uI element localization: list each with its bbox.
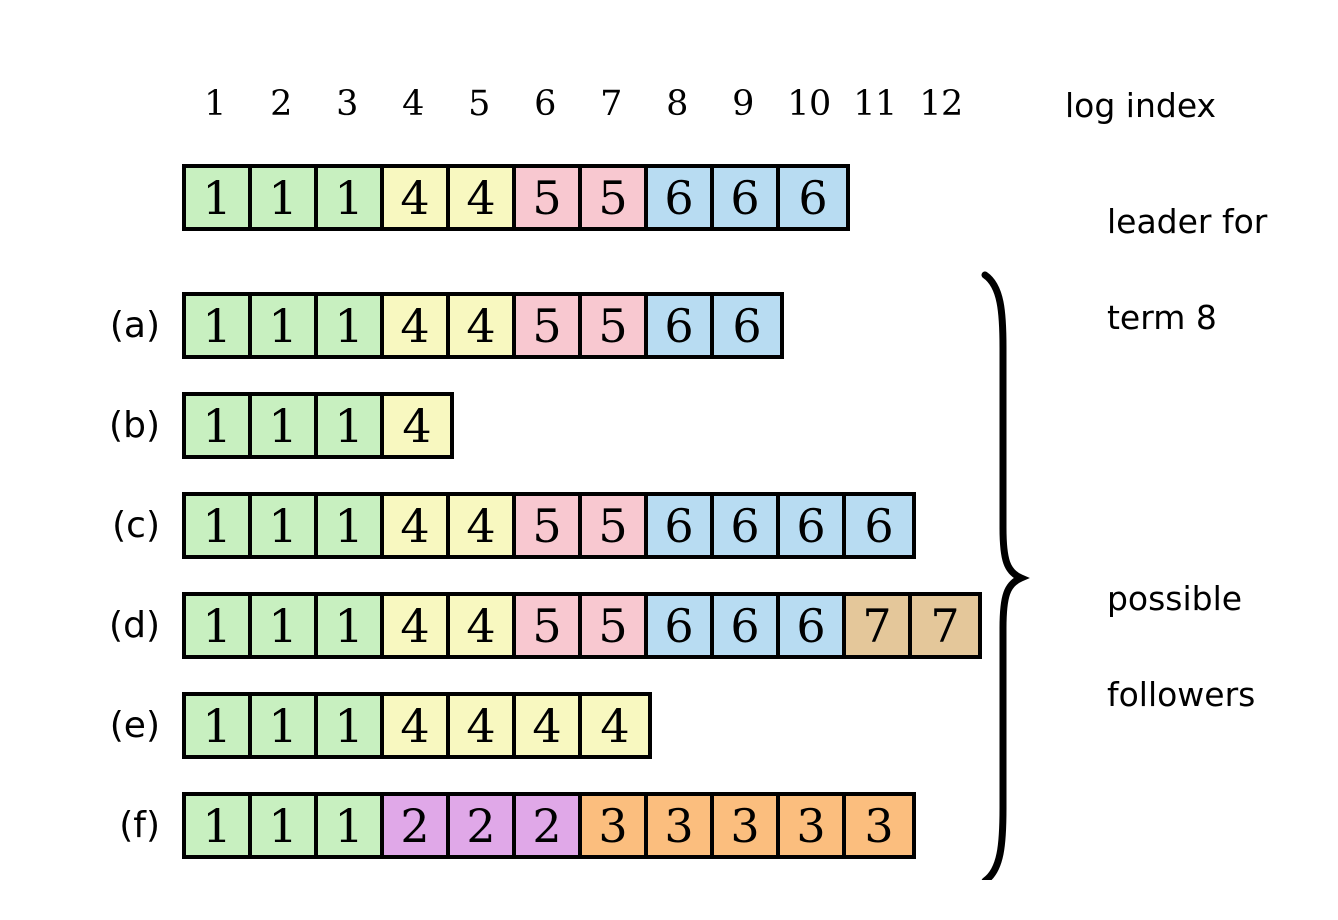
log-entry-leader-1: 1 [186,168,252,227]
log-entry-c-3: 1 [318,496,384,555]
log-entry-d-7: 5 [582,596,648,655]
log-entry-a-6: 5 [516,296,582,355]
log-entry-c-9: 6 [714,496,780,555]
log-index-label: log index [1065,86,1217,125]
log-entry-f-5: 2 [450,796,516,855]
log-index-9: 9 [732,84,754,124]
log-index-7: 7 [600,84,622,124]
log-entry-d-12: 7 [912,596,978,655]
log-entry-a-3: 1 [318,296,384,355]
log-entry-d-5: 4 [450,596,516,655]
log-entry-d-11: 7 [846,596,912,655]
log-entry-c-8: 6 [648,496,714,555]
log-entry-d-2: 1 [252,596,318,655]
log-entry-d-4: 4 [384,596,450,655]
log-entry-f-2: 1 [252,796,318,855]
log-entry-d-9: 6 [714,596,780,655]
log-entry-e-4: 4 [384,696,450,755]
log-entry-c-7: 5 [582,496,648,555]
followers-label-line1: possible [1106,579,1243,618]
log-entry-leader-3: 1 [318,168,384,227]
log-entry-c-4: 4 [384,496,450,555]
log-entry-e-6: 4 [516,696,582,755]
log-index-8: 8 [666,84,688,124]
log-entry-f-9: 3 [714,796,780,855]
possible-followers-brace [981,271,1030,880]
log-index-3: 3 [336,84,358,124]
log-entry-c-6: 5 [516,496,582,555]
log-entry-c-2: 1 [252,496,318,555]
log-entry-leader-8: 6 [648,168,714,227]
log-entry-f-7: 3 [582,796,648,855]
row-label-e: (e) [109,705,160,746]
log-entry-leader-9: 6 [714,168,780,227]
leader-label: leader for term 8 [1065,150,1267,390]
log-entry-leader-4: 4 [384,168,450,227]
log-index-11: 11 [853,84,897,124]
log-entry-e-5: 4 [450,696,516,755]
log-index-2: 2 [270,84,292,124]
log-entry-b-4: 4 [384,396,450,455]
possible-followers-label: possible followers [1065,527,1255,767]
row-label-c: (c) [112,505,160,546]
log-index-10: 10 [787,84,831,124]
log-entry-d-6: 5 [516,596,582,655]
log-entry-d-1: 1 [186,596,252,655]
log-entry-leader-6: 5 [516,168,582,227]
log-entry-d-3: 1 [318,596,384,655]
log-entry-e-7: 4 [582,696,648,755]
log-entry-e-1: 1 [186,696,252,755]
log-entry-e-3: 1 [318,696,384,755]
log-index-1: 1 [204,84,226,124]
log-entry-a-1: 1 [186,296,252,355]
log-entry-a-2: 1 [252,296,318,355]
log-index-4: 4 [402,84,424,124]
log-entry-d-8: 6 [648,596,714,655]
log-entry-b-2: 1 [252,396,318,455]
log-entry-f-11: 3 [846,796,912,855]
log-entry-a-8: 6 [648,296,714,355]
row-label-a: (a) [109,305,160,346]
log-entry-c-11: 6 [846,496,912,555]
log-entry-f-8: 3 [648,796,714,855]
row-label-d: (d) [109,605,160,646]
log-entry-a-5: 4 [450,296,516,355]
log-index-12: 12 [919,84,963,124]
log-entry-leader-7: 5 [582,168,648,227]
log-entry-c-1: 1 [186,496,252,555]
log-entry-leader-2: 1 [252,168,318,227]
log-index-5: 5 [468,84,490,124]
row-label-b: (b) [109,405,160,446]
log-entry-f-6: 2 [516,796,582,855]
log-entry-leader-10: 6 [780,168,846,227]
log-entry-c-5: 4 [450,496,516,555]
log-entry-a-9: 6 [714,296,780,355]
log-entry-f-3: 1 [318,796,384,855]
log-entry-b-3: 1 [318,396,384,455]
log-entry-leader-5: 4 [450,168,516,227]
log-entry-f-10: 3 [780,796,846,855]
followers-label-line2: followers [1106,675,1256,714]
log-entry-d-10: 6 [780,596,846,655]
leader-label-line1: leader for [1106,202,1268,241]
leader-label-line2: term 8 [1106,298,1217,337]
row-label-f: (f) [119,805,160,846]
log-entry-c-10: 6 [780,496,846,555]
log-entry-e-2: 1 [252,696,318,755]
log-entry-b-1: 1 [186,396,252,455]
log-entry-f-4: 2 [384,796,450,855]
log-index-6: 6 [534,84,556,124]
log-entry-f-1: 1 [186,796,252,855]
log-entry-a-4: 4 [384,296,450,355]
log-entry-a-7: 5 [582,296,648,355]
